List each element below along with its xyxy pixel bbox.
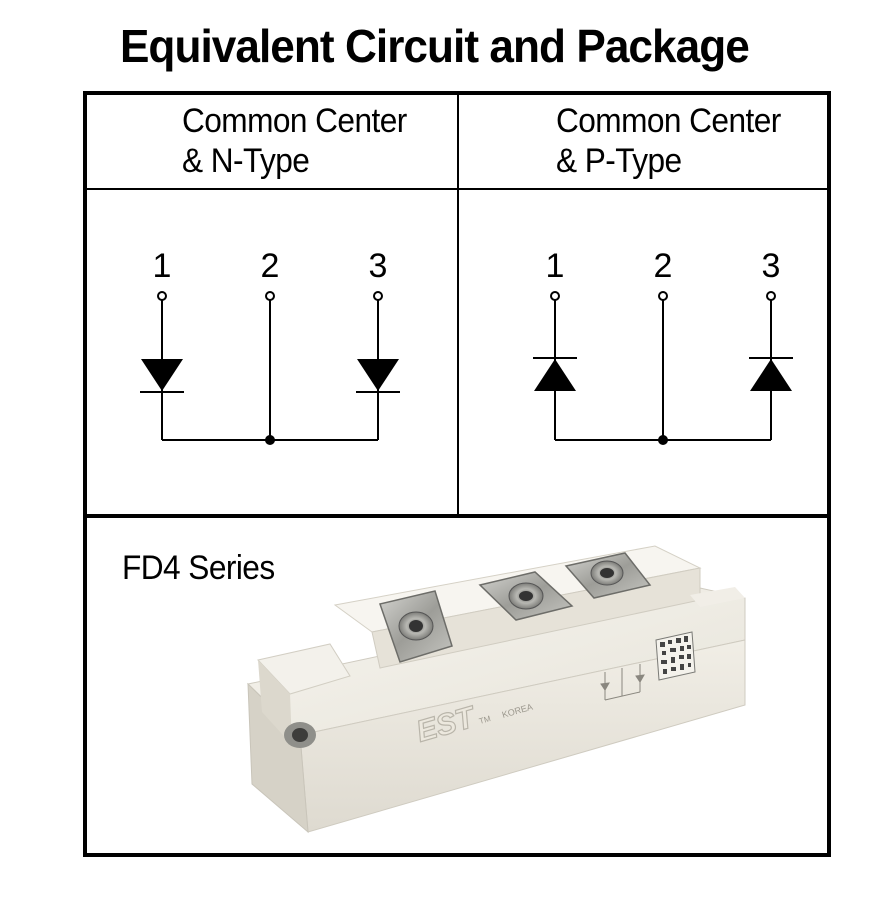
diagram-frame — [83, 91, 831, 857]
terminal-1 — [379, 590, 453, 663]
n-type-header-line1: Common Center — [182, 102, 407, 140]
page-title: Equivalent Circuit and Package — [119, 20, 750, 72]
n-pin-1-terminal — [157, 291, 167, 301]
n-junction-dot — [265, 435, 275, 445]
p-pin-3-label: 3 — [762, 247, 781, 285]
module-tm-mark: TM — [478, 714, 492, 726]
terminal-2 — [478, 571, 574, 621]
p-diode-1-triangle — [534, 359, 576, 391]
p-pin-2-terminal — [658, 291, 668, 301]
p-junction-dot — [658, 435, 668, 445]
n-pin-3-label: 3 — [369, 247, 388, 285]
n-pin-3-terminal — [373, 291, 383, 301]
p-type-header-line2: & P-Type — [556, 142, 682, 180]
p-pin-1-label: 1 — [546, 247, 565, 285]
section-divider — [87, 514, 827, 518]
module-printed-schematic — [600, 664, 645, 701]
terminal-3 — [564, 552, 652, 599]
n-type-header-line2: & N-Type — [182, 142, 310, 180]
p-type-header-line1: Common Center — [556, 102, 781, 140]
header-divider — [87, 188, 827, 190]
series-label: FD4 Series — [122, 549, 275, 587]
p-pin-2-label: 2 — [654, 247, 673, 285]
n-pin-2-label: 2 — [261, 247, 280, 285]
n-pin-2-terminal — [265, 291, 275, 301]
n-diode-1-triangle — [141, 359, 183, 391]
p-pin-1-terminal — [550, 291, 560, 301]
n-pin-1-label: 1 — [153, 247, 172, 285]
column-divider — [457, 95, 459, 516]
n-diode-3-triangle — [357, 359, 399, 391]
p-diode-3-triangle — [750, 359, 792, 391]
p-pin-3-terminal — [766, 291, 776, 301]
qr-code-icon — [655, 631, 696, 681]
